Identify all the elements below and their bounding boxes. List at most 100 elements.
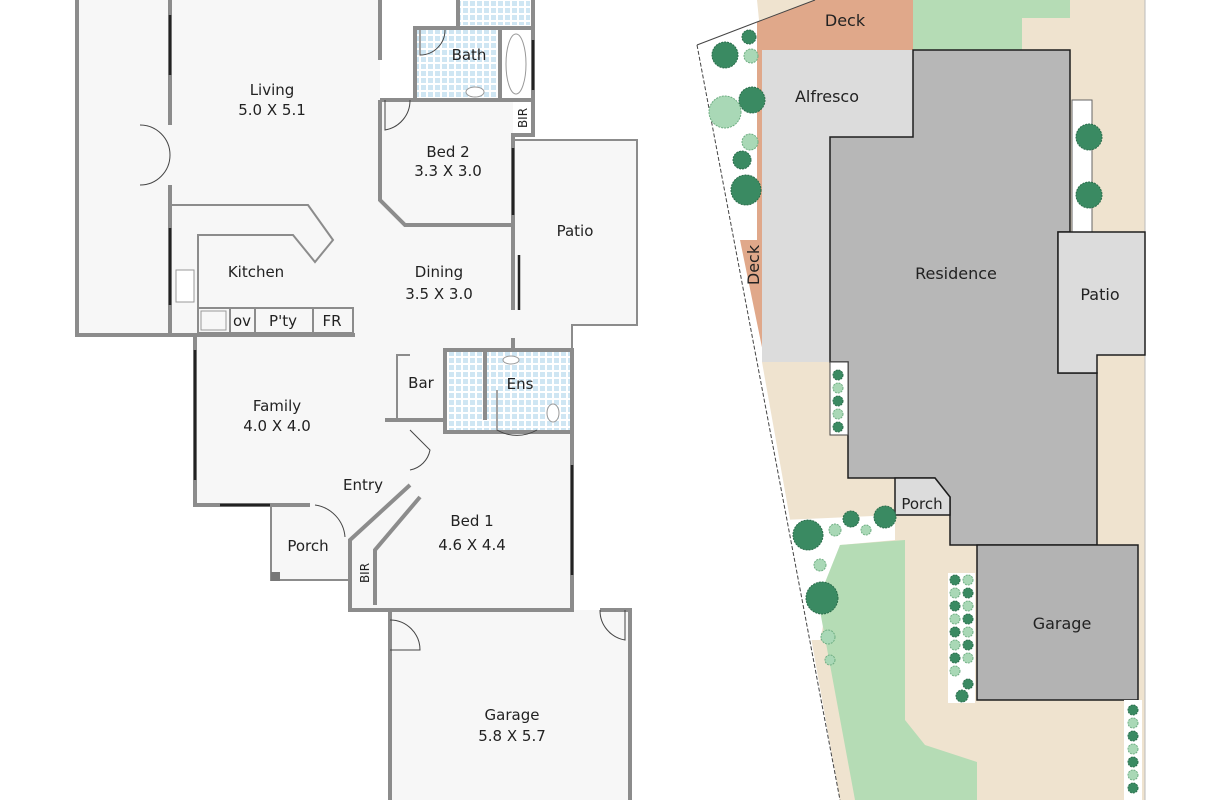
- room-kitchen-label: Kitchen: [228, 263, 284, 281]
- tree-icon: [860, 524, 872, 536]
- tree-icon: [832, 369, 844, 381]
- room-bar-label: Bar: [408, 374, 434, 392]
- tree-icon: [813, 558, 827, 572]
- room-patio-label: Patio: [557, 222, 594, 240]
- door-swing: [599, 609, 626, 641]
- wall: [413, 26, 533, 100]
- ensuite-walls: [443, 348, 574, 434]
- site-deck-top-label: Deck: [825, 11, 866, 30]
- tree-icon: [741, 133, 759, 151]
- patio-area: [1057, 231, 1146, 374]
- site-patio-label: Patio: [1080, 285, 1119, 304]
- planter-right: [1071, 99, 1093, 233]
- tree-row-garage: [949, 574, 974, 703]
- tree-icon: [873, 505, 897, 529]
- room-family-label: Family: [253, 397, 301, 415]
- tree-icon: [1075, 123, 1103, 151]
- cooktop-icon: [200, 310, 227, 331]
- lawn-lower: [818, 540, 977, 800]
- tree-icon: [832, 408, 844, 420]
- tree-icon: [805, 581, 839, 615]
- garage-floor: [390, 610, 630, 800]
- room-living-label: Living: [250, 81, 295, 99]
- wall: [378, 100, 513, 227]
- door-swing: [384, 99, 411, 131]
- boundary-line: [696, 0, 816, 46]
- site-deck-side-label: Deck: [744, 244, 763, 285]
- wc-tiles: [460, 0, 530, 25]
- porch-area: [894, 477, 951, 516]
- tree-row-right: [1127, 704, 1139, 794]
- room-bath-label: Bath: [452, 46, 487, 64]
- room-ensuite-label: Ens: [507, 375, 534, 393]
- garage-area: [976, 544, 1139, 701]
- tree-icon: [711, 41, 739, 69]
- tree-icon: [1075, 181, 1103, 209]
- tree-icon: [708, 95, 742, 129]
- kitchen-bench: [170, 204, 335, 308]
- deck-side: [740, 240, 765, 362]
- tree-icon: [792, 519, 824, 551]
- bath-tiles: [417, 30, 502, 100]
- sink-icon: [175, 269, 195, 303]
- kitchen-counter: [197, 307, 354, 334]
- room-dining-size: 3.5 X 3.0: [405, 285, 473, 303]
- floor-plan: Living 5.0 X 5.1 Bath Bed 2 3.3 X 3.0 BI…: [75, 0, 638, 800]
- tree-icon: [741, 29, 757, 45]
- tree-icon: [828, 523, 842, 537]
- pantry-label: P'ty: [269, 312, 297, 330]
- wall: [388, 608, 420, 800]
- door-swing: [496, 390, 538, 436]
- lawn-top: [913, 0, 1070, 50]
- tree-icon: [832, 395, 844, 407]
- tree-icon: [832, 382, 844, 394]
- patio-outline: [513, 139, 638, 350]
- site-garage-label: Garage: [1033, 614, 1092, 633]
- bathtub-icon: [505, 33, 527, 95]
- door-swing: [389, 619, 421, 651]
- tree-icon: [743, 48, 759, 64]
- room-bed2-label: Bed 2: [426, 143, 469, 161]
- tree-icon: [832, 421, 844, 433]
- room-living-size: 5.0 X 5.1: [238, 101, 306, 119]
- basin-icon: [502, 355, 520, 365]
- wall: [373, 495, 422, 605]
- door-swing: [314, 504, 346, 538]
- room-bir-top-label: BIR: [516, 108, 530, 128]
- basin-icon: [465, 86, 485, 98]
- tree-icon: [730, 174, 762, 206]
- tree-icon: [820, 629, 836, 645]
- toilet-icon: [546, 403, 560, 423]
- room-garage-label: Garage: [485, 706, 540, 724]
- porch-post: [271, 572, 280, 581]
- room-dining-label: Dining: [415, 263, 463, 281]
- room-bed2-size: 3.3 X 3.0: [414, 162, 482, 180]
- site-plan: Deck Alfresco Residence Patio Deck Porch…: [696, 0, 1146, 800]
- room-bed1-label: Bed 1: [450, 512, 493, 530]
- tree-icon: [732, 150, 752, 170]
- door-swing: [409, 429, 431, 471]
- oven-label: ov: [233, 312, 251, 330]
- door-swing: [139, 124, 171, 186]
- site-residence-label: Residence: [915, 264, 997, 283]
- boundary-line-dashed: [696, 44, 841, 800]
- wall: [75, 0, 195, 337]
- bar-outline: [396, 354, 410, 420]
- site-alfresco-label: Alfresco: [795, 87, 859, 106]
- room-bed1-size: 4.6 X 4.4: [438, 536, 506, 554]
- room-bir-bottom-label: BIR: [358, 563, 372, 583]
- alfresco-area: [762, 50, 913, 362]
- tree-icon: [738, 86, 766, 114]
- tree-icon: [824, 654, 836, 666]
- wall: [600, 608, 632, 800]
- room-garage-size: 5.8 X 5.7: [478, 727, 546, 745]
- fridge-label: FR: [322, 312, 341, 330]
- deck-top: [757, 0, 913, 240]
- room-entry-label: Entry: [343, 476, 383, 494]
- site-porch-label: Porch: [901, 495, 942, 513]
- room-porch-label: Porch: [287, 537, 328, 555]
- tree-icon: [842, 510, 860, 528]
- door-swing: [419, 29, 446, 56]
- floor-fill: [77, 0, 637, 610]
